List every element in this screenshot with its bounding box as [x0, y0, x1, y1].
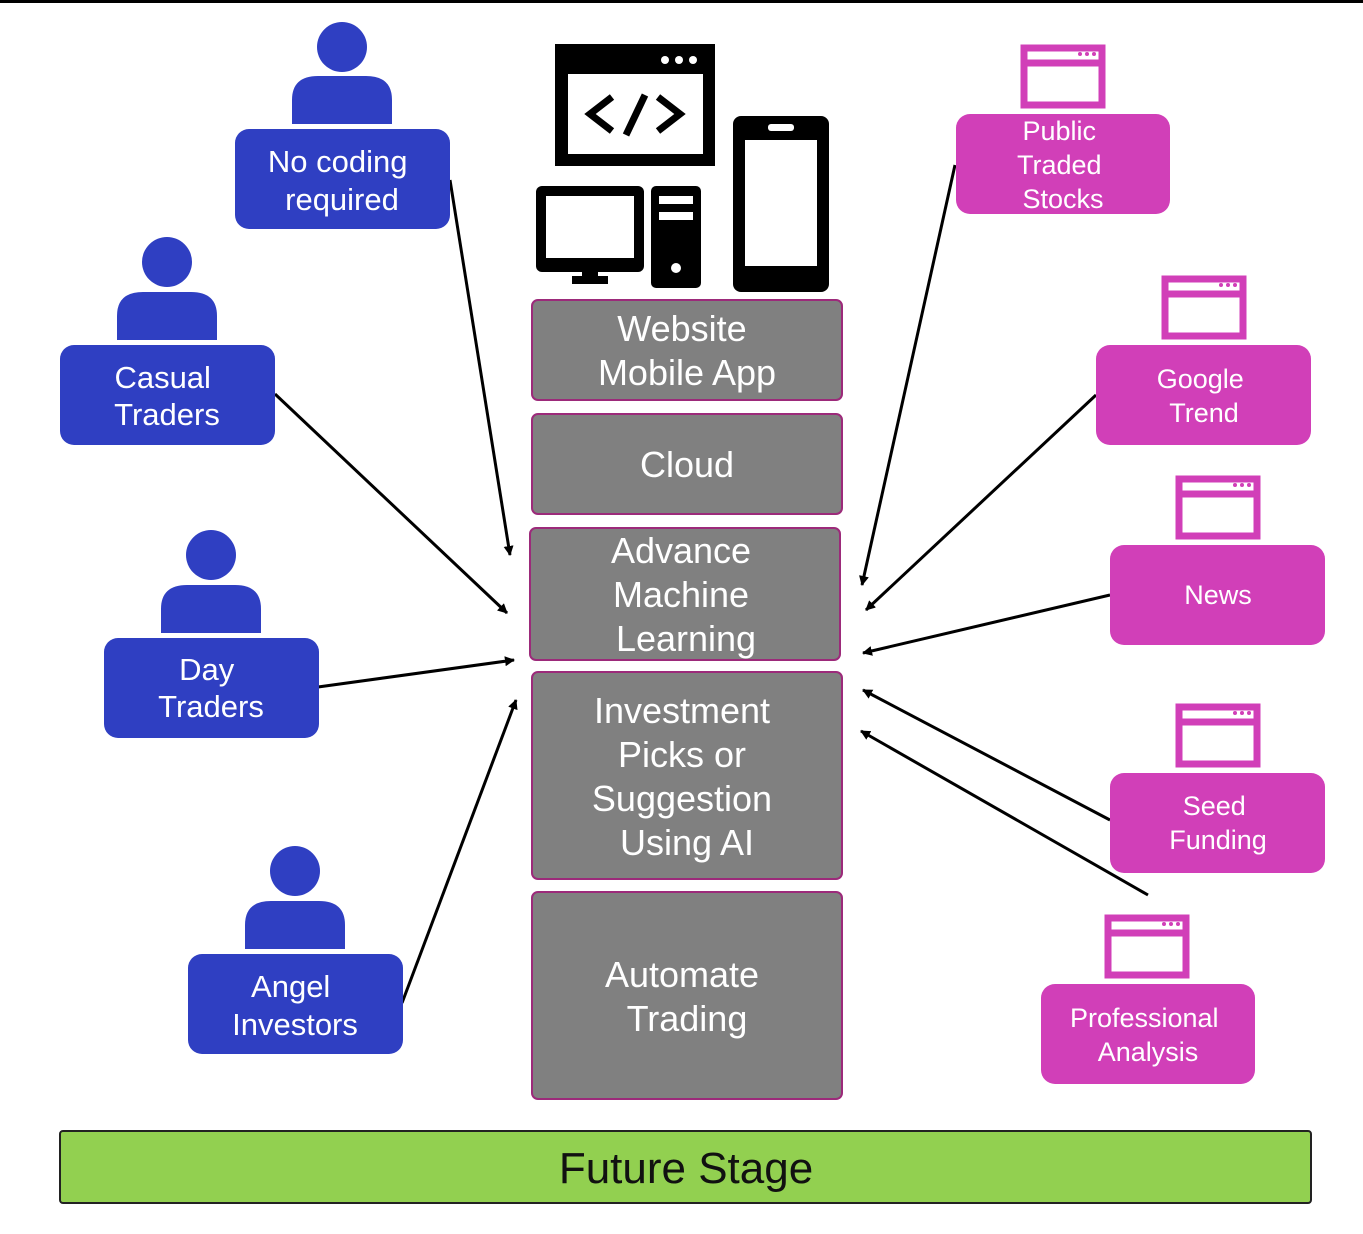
user-no-coding[interactable]: No coding required	[235, 129, 450, 229]
stack-label-line: Using AI	[620, 822, 754, 863]
user-label-line: Traders	[158, 689, 264, 724]
stack-label-line: Mobile App	[598, 352, 776, 393]
stack-website-mobile-app[interactable]: Website Mobile App	[531, 299, 843, 401]
footer-future-stage: Future Stage	[59, 1130, 1312, 1204]
stack-label-line: Automate	[605, 954, 759, 995]
arrow-professional-analysis-to-picks	[860, 729, 1149, 897]
svg-text:Advance Machine Le: Advance Machine Learning	[611, 530, 761, 659]
svg-text:Seed Funding: Seed Funding	[1169, 791, 1267, 855]
svg-text:Angel Investors: Angel Investors	[232, 969, 358, 1042]
source-professional-analysis[interactable]: Professional Analysis	[1041, 984, 1255, 1084]
stack-advance-machine-learning[interactable]: Advance Machine Learning	[529, 527, 841, 661]
svg-text:Public Traded Stoc: Public Traded Stocks	[1017, 116, 1109, 214]
person-icon	[161, 530, 261, 633]
person-icon	[292, 22, 392, 124]
user-label-line: Investors	[232, 1007, 358, 1042]
user-casual-traders[interactable]: Casual Traders	[60, 345, 275, 445]
source-label-line: Funding	[1169, 825, 1267, 855]
browser-window-icon	[1104, 914, 1190, 979]
source-label-line: Seed	[1183, 791, 1246, 821]
person-icon	[245, 846, 345, 949]
stack-label-line: Learning	[616, 618, 756, 659]
svg-text:Investment Picks or: Investment Picks or Suggestion Using AI	[592, 690, 782, 863]
source-public-traded-stocks[interactable]: Public Traded Stocks	[956, 114, 1170, 214]
svg-text:Google Trend: Google Trend	[1157, 364, 1252, 428]
svg-text:Automate Trading: Automate Trading	[605, 954, 769, 1039]
svg-text:News: News	[1184, 580, 1252, 610]
arrow-seed-funding-to-picks	[862, 688, 1111, 822]
top-border-line	[0, 0, 1363, 3]
svg-text:Casual Traders: Casual Traders	[114, 360, 220, 432]
svg-text:Day Traders: Day Traders	[158, 652, 264, 724]
stack-investment-picks[interactable]: Investment Picks or Suggestion Using AI	[531, 671, 843, 880]
arrow-angel-investors-to-ml	[400, 699, 518, 1004]
arrow-no-coding-to-ml	[448, 179, 514, 556]
footer-label: Future Stage	[559, 1144, 813, 1193]
stack-label-line: Trading	[627, 998, 748, 1039]
code-window-icon	[555, 44, 715, 166]
svg-text:No coding required: No coding required	[268, 144, 416, 217]
stack-label-line: Picks or	[618, 734, 746, 775]
person-icon	[117, 237, 217, 340]
stack-label-line: Website	[617, 308, 746, 349]
browser-window-icon	[1020, 44, 1106, 109]
user-label-line: No coding	[268, 144, 408, 179]
svg-text:Website Mobile App: Website Mobile App	[598, 308, 776, 393]
source-label-line: Stocks	[1022, 184, 1103, 214]
arrow-public-stocks-to-ml	[859, 164, 957, 586]
source-seed-funding[interactable]: Seed Funding	[1110, 773, 1325, 873]
smartphone-icon	[733, 116, 829, 292]
source-label-line: Analysis	[1098, 1037, 1199, 1067]
source-news[interactable]: News	[1110, 545, 1325, 645]
svg-text:Professional Analysis: Professional Analysis	[1070, 1003, 1226, 1067]
user-label-line: Casual	[114, 360, 211, 395]
stack-label-line: Machine	[613, 574, 749, 615]
arrow-google-trend-to-ml	[864, 393, 1098, 612]
arrow-day-traders-to-ml	[317, 656, 515, 689]
source-label-line: Professional	[1070, 1003, 1219, 1033]
user-label-line: Traders	[114, 397, 220, 432]
connection-arrows	[273, 164, 1149, 1004]
source-google-trend[interactable]: Google Trend	[1096, 345, 1311, 445]
browser-window-icon	[1175, 703, 1261, 768]
source-label-line: News	[1184, 580, 1252, 610]
desktop-computer-icon	[536, 186, 701, 288]
user-label-line: Angel	[251, 969, 330, 1004]
user-angel-investors[interactable]: Angel Investors	[188, 954, 403, 1054]
arrow-news-to-ml	[862, 593, 1111, 656]
arrow-casual-traders-to-ml	[273, 392, 509, 615]
stack-label-line: Suggestion	[592, 778, 772, 819]
stack-label-line: Advance	[611, 530, 751, 571]
browser-window-icon	[1161, 275, 1247, 340]
svg-text:Cloud: Cloud	[640, 444, 734, 485]
stack-cloud[interactable]: Cloud	[531, 413, 843, 515]
stack-automate-trading[interactable]: Automate Trading	[531, 891, 843, 1100]
browser-dots	[1078, 52, 1251, 926]
stack-label-line: Investment	[594, 690, 770, 731]
user-day-traders[interactable]: Day Traders	[104, 638, 319, 738]
source-label-line: Public	[1022, 116, 1096, 146]
stack-label-line: Cloud	[640, 444, 734, 485]
browser-window-icon	[1175, 475, 1261, 540]
user-label-line: required	[285, 182, 399, 217]
source-label-line: Trend	[1169, 398, 1239, 428]
source-label-line: Google	[1157, 364, 1244, 394]
source-label-line: Traded	[1017, 150, 1102, 180]
user-label-line: Day	[179, 652, 235, 687]
